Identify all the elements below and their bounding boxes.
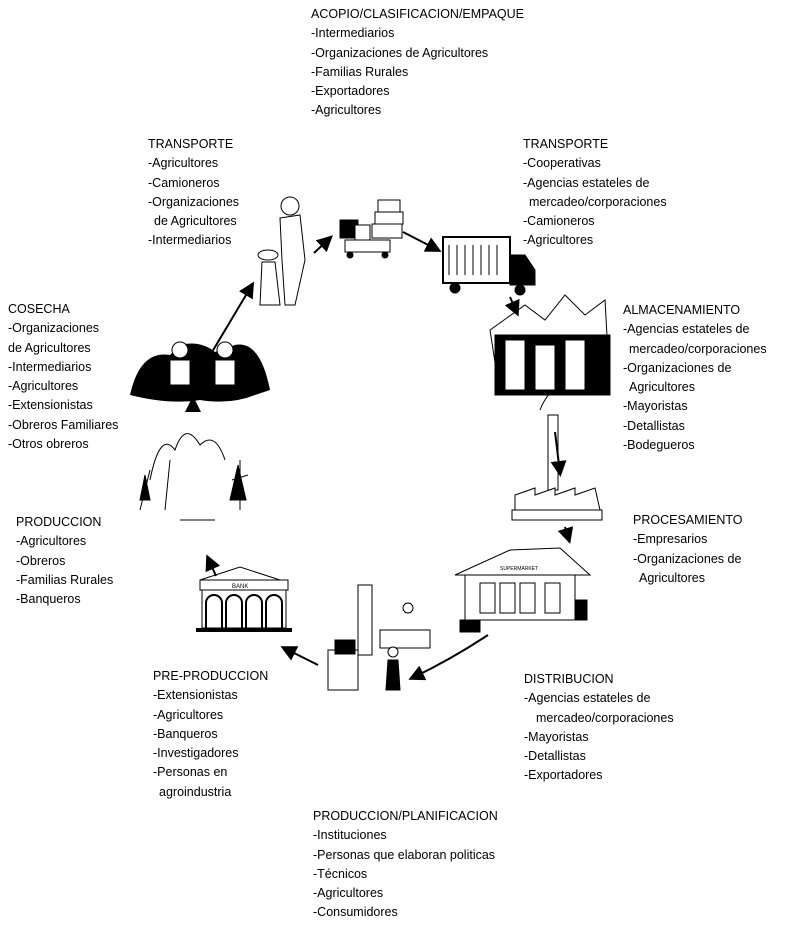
stage-item: -Personas que elaboran politicas (313, 847, 496, 862)
stage-item: -Organizaciones de (623, 360, 732, 375)
stage-transporte-right: TRANSPORTE -Cooperativas -Agencias estat… (523, 135, 667, 251)
stage-item: -Familias Rurales (16, 572, 114, 587)
supermarket-illustration: SUPERMARKET (454, 547, 592, 633)
stage-item: -Mayoristas (524, 729, 589, 744)
bank-illustration: BANK (196, 566, 292, 632)
stage-item: -Familias Rurales (311, 64, 409, 79)
stage-item: -Exportadores (524, 768, 603, 783)
stage-title: PRODUCCION/PLANIFICACION (313, 809, 498, 823)
stage-item: -Investigadores (153, 746, 239, 761)
bank-sign: BANK (232, 584, 248, 590)
stage-item: -Agricultores (8, 379, 79, 394)
stage-item: mercadeo/corporaciones (536, 710, 674, 725)
stage-item: -Detallistas (524, 749, 586, 764)
stage-title: PRODUCCION (16, 515, 102, 529)
stage-item: -Personas en (153, 765, 228, 780)
stage-item: -Agricultores (153, 707, 224, 722)
stage-title: ACOPIO/CLASIFICACION/EMPAQUE (311, 7, 525, 21)
supermarket-sign: SUPERMARKET (500, 566, 538, 572)
truck-illustration (442, 236, 536, 296)
planning-office-illustration (327, 584, 431, 691)
stage-item: agroindustria (159, 784, 232, 799)
stage-title: TRANSPORTE (148, 137, 234, 151)
stage-item: -Bodegueros (623, 438, 695, 453)
stage-acopio: ACOPIO/CLASIFICACION/EMPAQUE -Intermedia… (311, 5, 524, 121)
stage-item: -Agencias estateles de (523, 175, 650, 190)
stage-item: -Organizaciones de Agricultores (311, 45, 489, 60)
stage-item: -Empresarios (633, 532, 708, 547)
stage-item: -Consumidores (313, 905, 398, 920)
stage-title: COSECHA (8, 302, 70, 316)
stage-item: -Instituciones (313, 828, 387, 843)
stage-preproduccion: PRE-PRODUCCION -Extensionistas -Agricult… (153, 667, 268, 802)
stage-item: -Extensionistas (8, 398, 93, 413)
stage-item: -Intermediarios (148, 233, 232, 248)
stage-item: -Otros obreros (8, 437, 89, 452)
stage-item: -Camioneros (523, 214, 595, 229)
stage-item: -Exportadores (311, 84, 390, 99)
stage-item: -Banqueros (153, 726, 218, 741)
stage-item: -Organizaciones (148, 194, 240, 209)
stage-item: -Agricultores (16, 534, 87, 549)
stage-title: PRE-PRODUCCION (153, 669, 269, 683)
packing-illustration (339, 199, 404, 259)
crops-illustration (139, 433, 249, 521)
warehouse-illustration (489, 294, 611, 396)
stage-item: -Obreros (16, 553, 66, 568)
stage-item: de Agricultores (154, 214, 237, 229)
stage-item: -Agricultores (313, 886, 384, 901)
stage-item: -Cooperativas (523, 156, 601, 171)
stage-item: -Agricultores (311, 103, 382, 118)
stage-item: mercadeo/corporaciones (629, 341, 767, 356)
stage-title: ALMACENAMIENTO (623, 303, 741, 317)
stage-title: PROCESAMIENTO (633, 513, 743, 527)
stage-item: -Extensionistas (153, 688, 238, 703)
stage-produccion: PRODUCCION -Agricultores -Obreros -Famil… (16, 513, 113, 609)
stage-distribucion: DISTRIBUCION -Agencias estateles de merc… (524, 670, 674, 786)
stage-transporte-left: TRANSPORTE -Agricultores -Camioneros -Or… (148, 135, 239, 251)
stage-item: -Intermediarios (311, 26, 395, 41)
stage-item: de Agricultores (8, 340, 91, 355)
stage-item: -Detallistas (623, 418, 685, 433)
stage-title: TRANSPORTE (523, 137, 609, 151)
stage-item: -Organizaciones de (633, 551, 742, 566)
stage-almacenamiento: ALMACENAMIENTO -Agencias estateles de me… (623, 301, 767, 455)
stage-title: DISTRIBUCION (524, 672, 614, 686)
stage-item: Agricultores (629, 380, 695, 395)
stage-item: -Agricultores (523, 233, 594, 248)
stage-planificacion: PRODUCCION/PLANIFICACION -Instituciones … (313, 807, 498, 923)
stage-item: -Organizaciones (8, 321, 100, 336)
harvest-illustration (130, 341, 270, 402)
porters-illustration (257, 196, 306, 306)
stage-item: -Agencias estateles de (524, 691, 651, 706)
stage-item: -Obreros Familiares (8, 417, 119, 432)
stage-item: -Mayoristas (623, 399, 688, 414)
stage-item: -Técnicos (313, 866, 368, 881)
stage-cosecha: COSECHA -Organizaciones de Agricultores … (8, 300, 118, 454)
stage-item: mercadeo/corporaciones (529, 194, 667, 209)
stage-item: -Banqueros (16, 592, 81, 607)
stage-item: -Agencias estateles de (623, 322, 750, 337)
stage-item: -Camioneros (148, 175, 220, 190)
stage-procesamiento: PROCESAMIENTO -Empresarios -Organizacion… (633, 511, 743, 588)
cycle-arrows (185, 231, 574, 681)
stage-item: -Intermediarios (8, 359, 92, 374)
stage-item: -Agricultores (148, 156, 219, 171)
stage-item: Agricultores (639, 570, 705, 585)
